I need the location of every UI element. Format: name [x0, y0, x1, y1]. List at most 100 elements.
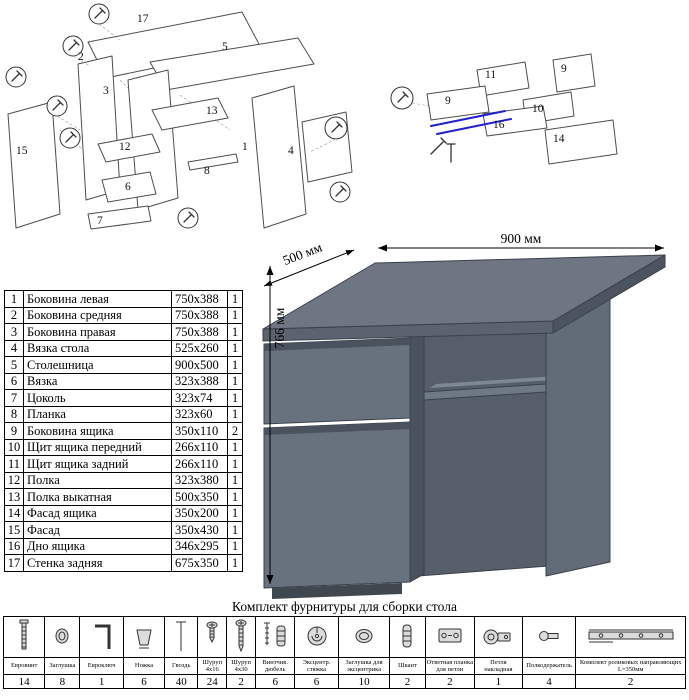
- part-qty: 1: [227, 504, 243, 522]
- dim-width-label: 900 мм: [501, 232, 542, 246]
- panel-planka: [187, 153, 239, 171]
- part-name: Боковина ящика: [23, 422, 172, 440]
- part-name: Планка: [23, 405, 172, 423]
- shelf-pin-icon: [539, 631, 559, 641]
- hardware-name: Заглушка: [44, 657, 81, 675]
- part-qty: 1: [227, 471, 243, 489]
- part-qty: 1: [227, 438, 243, 456]
- part-ref-label: 16: [493, 119, 505, 131]
- part-size: 350x200: [171, 504, 228, 522]
- door-handle-groove: [264, 422, 410, 435]
- part-ref-label: 9: [561, 63, 567, 75]
- part-name: Вязка: [23, 372, 172, 390]
- keyboard-tray-top: [430, 376, 558, 388]
- part-qty: 1: [227, 306, 243, 324]
- desk-plinth: [272, 583, 402, 599]
- part-name: Щит ящика задний: [23, 455, 172, 473]
- dowel-screw-icon: [264, 622, 286, 647]
- part-size: 346x295: [171, 537, 228, 555]
- part-size: 266x110: [171, 455, 228, 473]
- hardware-qty: 6: [255, 674, 296, 689]
- hex-key-icon: [94, 624, 111, 649]
- part-ref-label: 10: [532, 103, 544, 115]
- part-qty: 1: [227, 356, 243, 374]
- part-qty: 1: [227, 405, 243, 423]
- part-qty: 1: [227, 372, 243, 390]
- part-ref-label: 9: [445, 95, 451, 107]
- hardware-qty: 8: [44, 674, 81, 689]
- part-size: 750x388: [171, 306, 228, 324]
- hardware-name: Евроключ: [79, 657, 124, 675]
- part-number: 3: [4, 323, 24, 341]
- hardware-qty: 2: [424, 674, 476, 689]
- part-name: Полка выкатная: [23, 488, 172, 506]
- part-ref-label: 11: [485, 69, 496, 81]
- hardware-name-row: Евровинт Заглушка Евроключ Ножка Гвоздь …: [2, 657, 686, 675]
- desk-drawer-front: [263, 337, 411, 425]
- part-qty: 1: [227, 339, 243, 357]
- hardware-name: Евровинт: [2, 657, 46, 675]
- exploded-diagram-drawer: 11 9 9 10 16 14: [390, 53, 618, 165]
- part-qty: 1: [227, 488, 243, 506]
- hardware-name: Винтчив. дюбель: [255, 657, 296, 675]
- hardware-name: Полкодержатель: [521, 657, 577, 675]
- part-ref-label: 6: [125, 181, 131, 193]
- hardware-table: Евровинт Заглушка Евроключ Ножка Гвоздь …: [2, 616, 686, 689]
- hardware-qty: 2: [389, 674, 426, 689]
- hardware-qty: 14: [2, 674, 46, 689]
- dim-height-label: 766 мм: [272, 307, 287, 348]
- part-size: 525x260: [171, 339, 228, 357]
- hardware-name: Ответная планка для петли: [424, 657, 476, 675]
- part-size: 500x350: [171, 488, 228, 506]
- part-qty: 1: [227, 389, 243, 407]
- part-number: 17: [4, 554, 24, 572]
- part-ref-label: 15: [16, 145, 28, 157]
- dim-width: 900 мм: [378, 232, 664, 252]
- callout-leader: [98, 23, 121, 41]
- part-size: 350x430: [171, 521, 228, 539]
- part-name: Столешница: [23, 356, 172, 374]
- part-name: Вязка стола: [23, 339, 172, 357]
- desk-partition: [409, 329, 425, 583]
- callout-leader: [411, 102, 430, 107]
- hardware-qty: 2: [226, 674, 257, 689]
- eurovint-icon: [19, 619, 29, 650]
- part-ref-label: 4: [288, 145, 294, 157]
- roller-guide-blue: [430, 110, 506, 127]
- part-name: Фасад ящика: [23, 504, 172, 522]
- part-name: Стенка задняя: [23, 554, 172, 572]
- part-qty: 1: [227, 554, 243, 572]
- hardware-name: Шкант: [389, 657, 426, 675]
- part-ref-label: 13: [206, 105, 218, 117]
- panel-drawer-facade: [544, 119, 618, 165]
- part-name: Боковина средняя: [23, 306, 172, 324]
- hardware-name: Эксцентр. стяжка: [294, 657, 339, 675]
- part-ref-label: 3: [103, 85, 109, 97]
- desk-render: 900 мм 500 мм 766 мм: [262, 232, 666, 599]
- hardware-name: Гвоздь: [164, 657, 199, 675]
- hardware-qty: 24: [197, 674, 228, 689]
- hardware-kit-title: Комплект фурнитуры для сборки стола: [232, 599, 457, 614]
- part-size: 750x388: [171, 323, 228, 341]
- desk-door: [263, 421, 411, 589]
- screw-4x30-icon: [235, 619, 247, 653]
- dim-height: 766 мм: [266, 266, 287, 584]
- roller-guide-blue: [436, 118, 512, 135]
- callout-leader: [72, 55, 91, 67]
- part-number: 15: [4, 521, 24, 539]
- dim-depth-label: 500 мм: [281, 239, 325, 268]
- hardware-qty: 6: [122, 674, 166, 689]
- part-size: 900x500: [171, 356, 228, 374]
- cam-lock-icon: [307, 626, 327, 646]
- part-number: 11: [4, 455, 24, 473]
- hinge-plate-icon: [438, 628, 462, 643]
